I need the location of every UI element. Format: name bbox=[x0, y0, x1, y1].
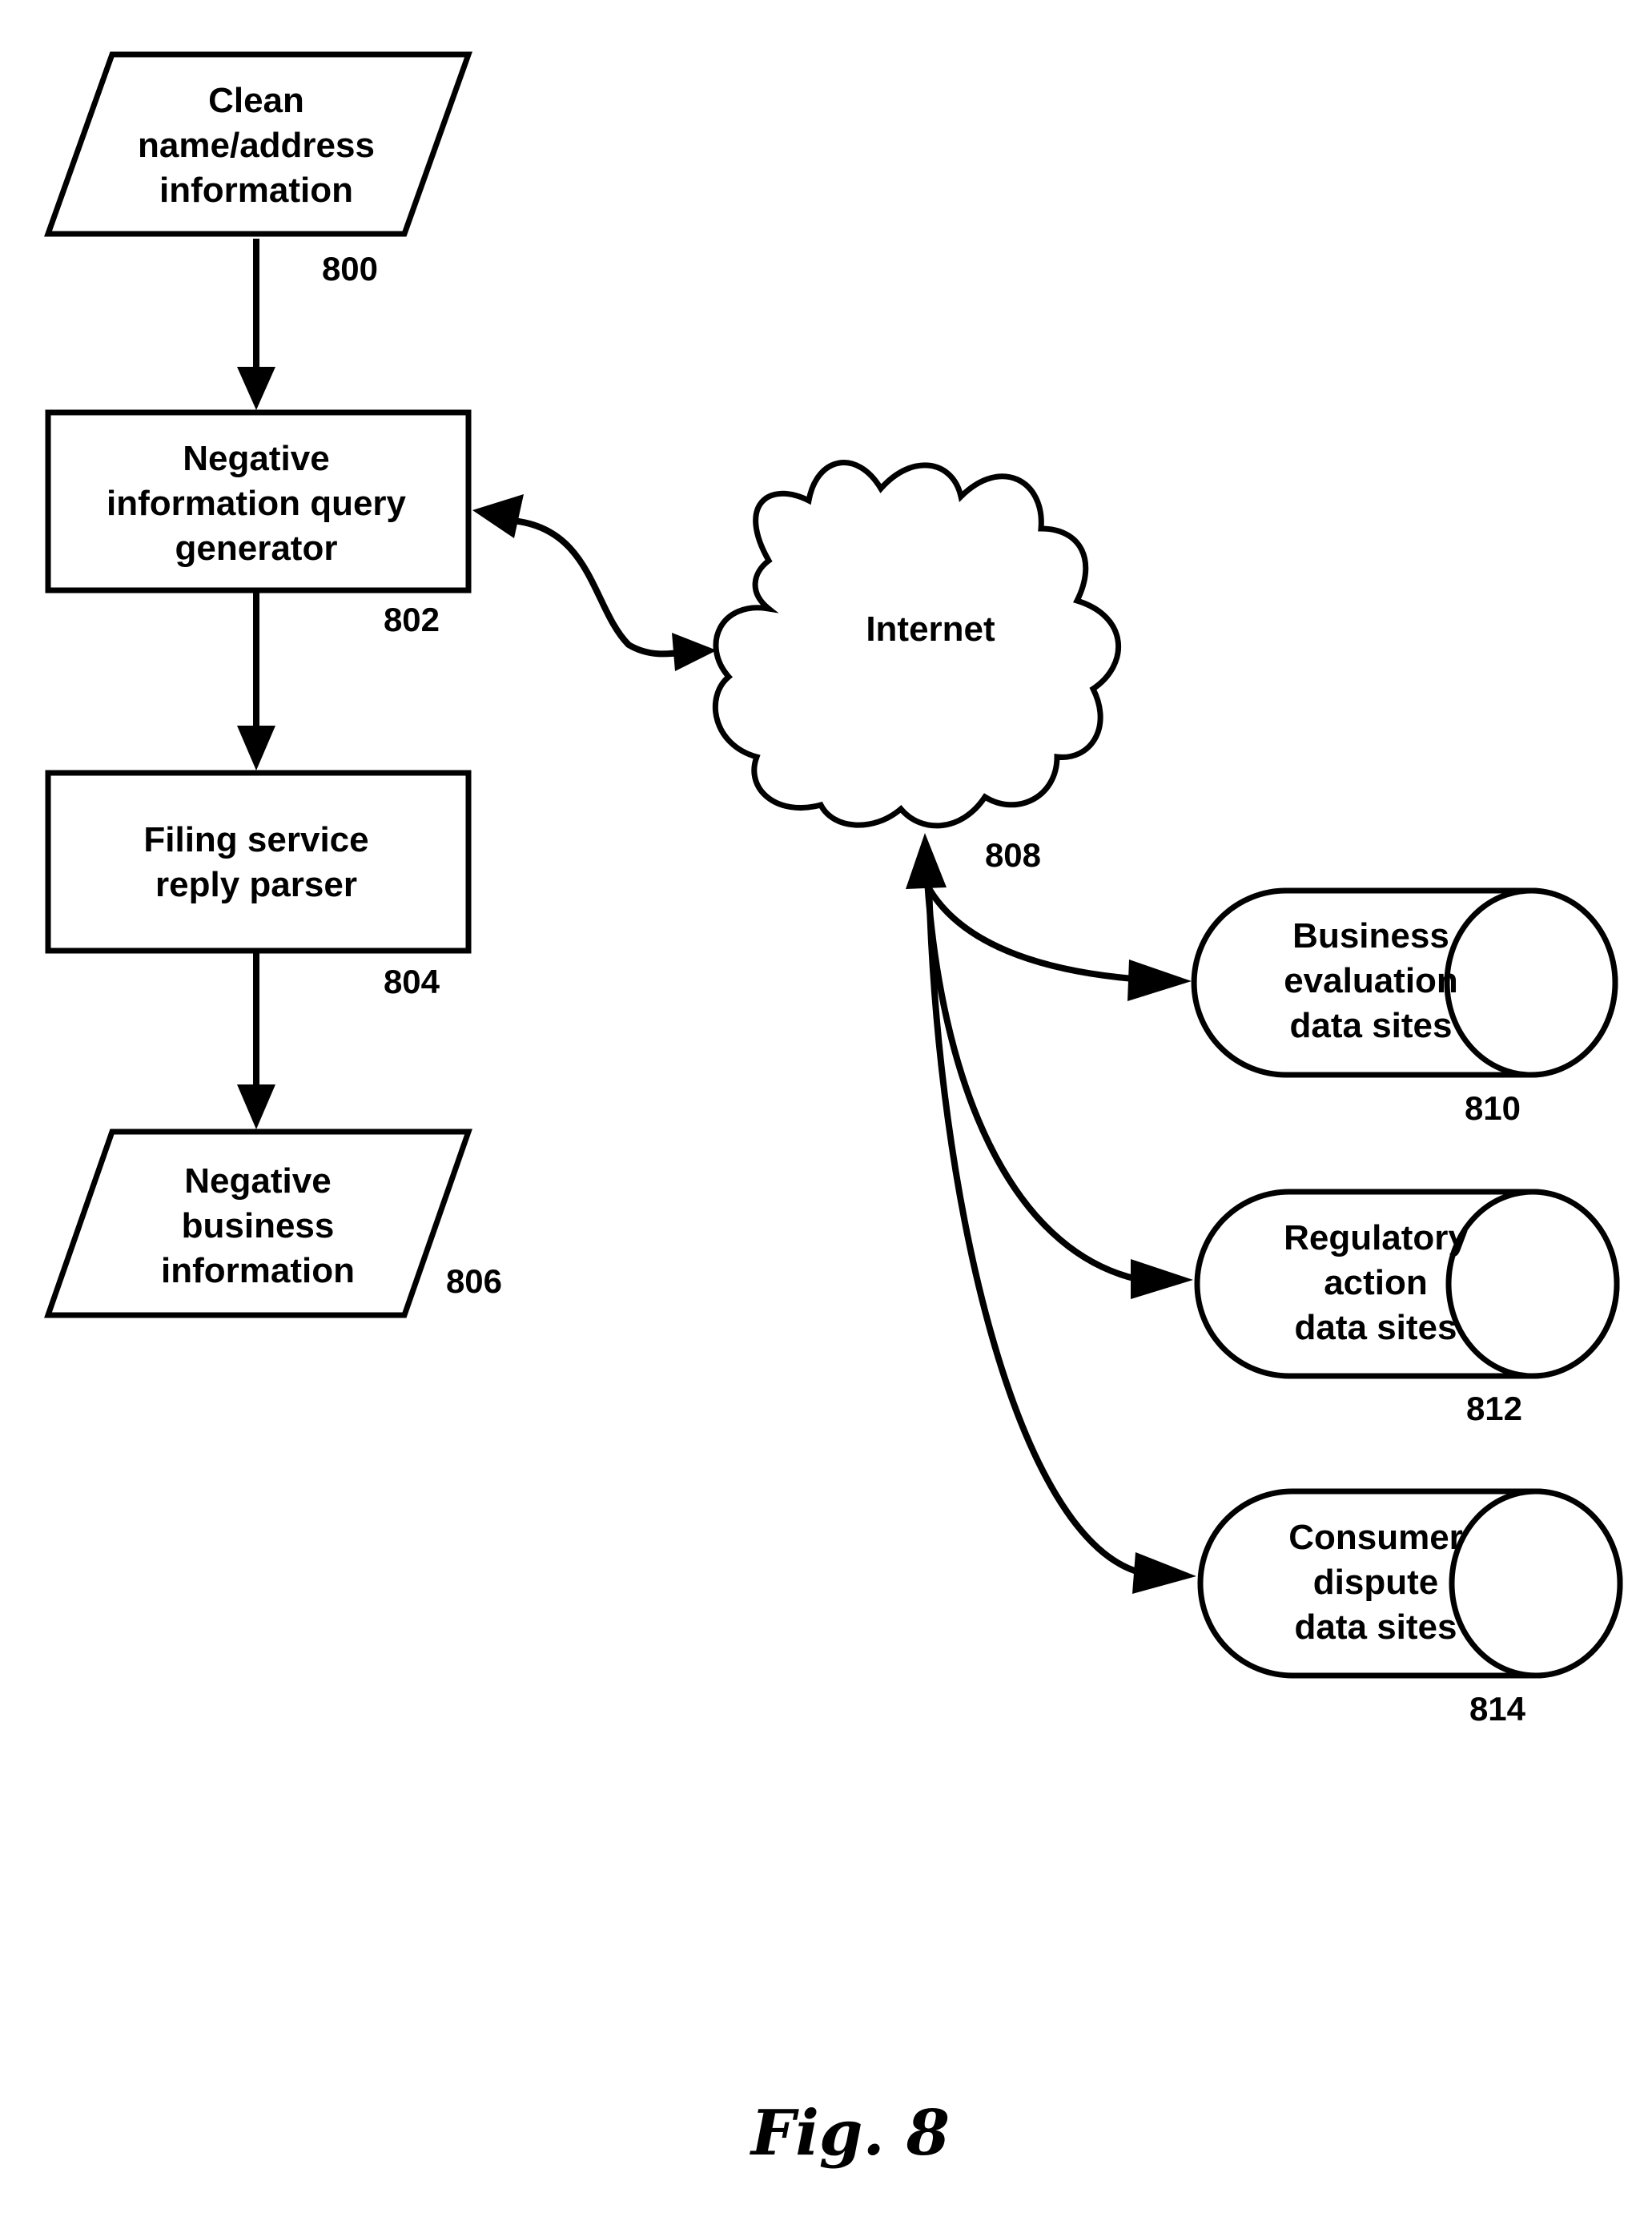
arrowhead-internet-left-side bbox=[672, 633, 717, 671]
node-806-ref: 806 bbox=[446, 1262, 502, 1300]
node-802-line-3: generator bbox=[175, 529, 338, 568]
node-814-line-1: Consumer bbox=[1288, 1518, 1463, 1557]
process-box-shape bbox=[48, 773, 468, 951]
node-804-line-1: Filing service bbox=[143, 820, 368, 859]
node-802-line-1: Negative bbox=[183, 439, 329, 478]
node-808-label: Internet bbox=[866, 610, 995, 649]
node-812-ref: 812 bbox=[1466, 1390, 1522, 1427]
link-internet-810 bbox=[925, 881, 1133, 979]
arrowhead-814-left bbox=[1132, 1552, 1196, 1594]
arrowhead-802-right-side bbox=[472, 494, 524, 538]
node-806-line-2: business bbox=[182, 1206, 335, 1245]
arrowhead-806-top bbox=[237, 1084, 275, 1129]
node-812-line-1: Regulatory bbox=[1284, 1218, 1468, 1257]
node-810-ref: 810 bbox=[1465, 1089, 1521, 1127]
node-814-ref: 814 bbox=[1469, 1690, 1526, 1728]
node-810-line-1: Business bbox=[1292, 916, 1449, 956]
node-804-ref: 804 bbox=[384, 963, 440, 1000]
node-802-ref: 802 bbox=[384, 601, 440, 638]
node-802-line-2: information query bbox=[107, 484, 407, 523]
arrowhead-802-top bbox=[237, 367, 275, 410]
node-800-ref: 800 bbox=[322, 250, 378, 288]
arrowhead-internet-bottom bbox=[906, 833, 947, 889]
arrowhead-804-top bbox=[237, 726, 275, 770]
database-cylinder-end bbox=[1449, 1192, 1617, 1376]
node-806-line-1: Negative bbox=[184, 1161, 331, 1201]
figure-label: Fig. 8 bbox=[750, 2097, 950, 2170]
node-806-line-3: information bbox=[161, 1251, 355, 1290]
node-808-internet: Internet 808 bbox=[715, 463, 1118, 874]
node-812-regulatory-action: Regulatory action data sites 812 bbox=[1197, 1192, 1617, 1427]
node-810-line-3: data sites bbox=[1290, 1006, 1453, 1045]
arrowhead-810-left bbox=[1127, 960, 1192, 1001]
node-804-line-2: reply parser bbox=[155, 865, 357, 904]
node-814-line-3: data sites bbox=[1295, 1607, 1457, 1647]
node-812-line-2: action bbox=[1324, 1263, 1428, 1302]
link-internet-814 bbox=[929, 881, 1140, 1572]
database-cylinder-end bbox=[1447, 891, 1615, 1075]
link-802-internet bbox=[512, 521, 685, 654]
node-810-business-evaluation: Business evaluation data sites 810 bbox=[1194, 891, 1615, 1127]
node-814-consumer-dispute: Consumer dispute data sites 814 bbox=[1200, 1491, 1620, 1728]
node-800-line-2: name/address bbox=[138, 126, 375, 165]
node-800-line-3: information bbox=[159, 171, 353, 210]
node-800-line-1: Clean bbox=[208, 81, 304, 120]
link-internet-812 bbox=[927, 881, 1137, 1279]
node-814-line-2: dispute bbox=[1313, 1563, 1438, 1602]
arrowhead-812-left bbox=[1131, 1259, 1193, 1299]
node-810-line-2: evaluation bbox=[1284, 961, 1458, 1000]
node-812-line-3: data sites bbox=[1295, 1308, 1457, 1347]
node-808-ref: 808 bbox=[985, 836, 1041, 874]
database-cylinder-end bbox=[1452, 1491, 1620, 1676]
node-806-negative-business-info: Negative business information 806 bbox=[48, 1132, 502, 1315]
